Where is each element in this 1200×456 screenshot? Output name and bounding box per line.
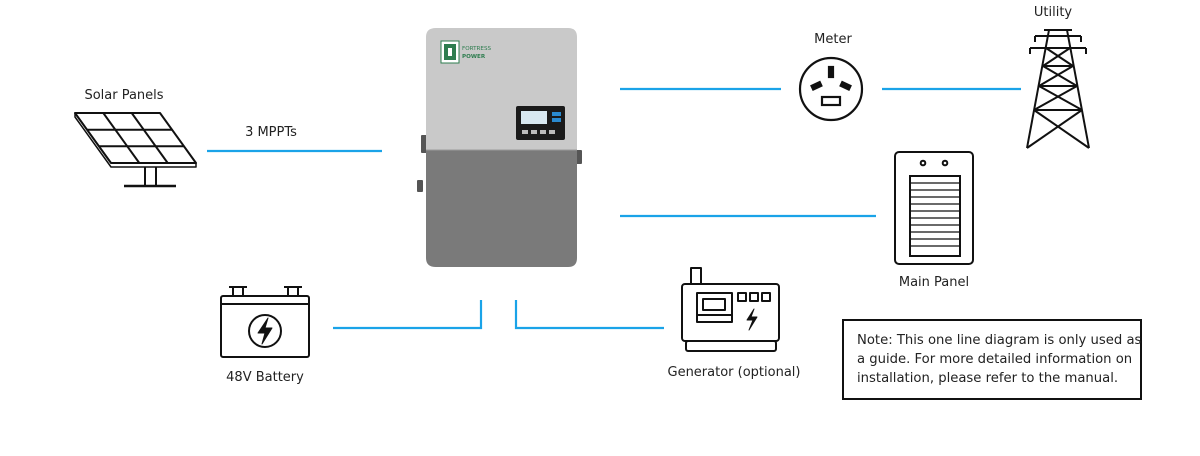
note-line-2: a guide. For more detailed information o…: [857, 352, 1132, 367]
solar-panel-icon: [74, 112, 197, 188]
inverter-icon: FORTRESS POWER: [417, 28, 582, 267]
meter-label: Meter: [814, 32, 852, 47]
note-box: Note: This one line diagram is only used…: [842, 319, 1142, 400]
note-line-3: installation, please refer to the manual…: [857, 371, 1118, 386]
mppts-label: 3 MPPTs: [245, 125, 297, 140]
inverter-display: [516, 106, 565, 140]
generator-label: Generator (optional): [668, 365, 801, 380]
line-battery-to-inverter: [333, 300, 483, 330]
main-panel-label: Main Panel: [899, 275, 969, 290]
battery-label: 48V Battery: [226, 370, 304, 385]
solar-panels-label: Solar Panels: [84, 88, 163, 103]
line-inverter-to-generator: [514, 300, 664, 330]
meter-icon: [798, 56, 864, 122]
note-line-1: Note: This one line diagram is only used…: [857, 333, 1142, 348]
connector-lines: [207, 87, 1021, 330]
inverter-brand-line1: FORTRESS: [462, 46, 491, 52]
generator-icon: [681, 267, 780, 352]
utility-label: Utility: [1034, 5, 1073, 20]
inverter-brand-line2: POWER: [462, 54, 486, 60]
battery-icon: [220, 286, 310, 358]
electrical-panel-icon: [894, 151, 974, 265]
transmission-tower-icon: [1026, 29, 1090, 149]
